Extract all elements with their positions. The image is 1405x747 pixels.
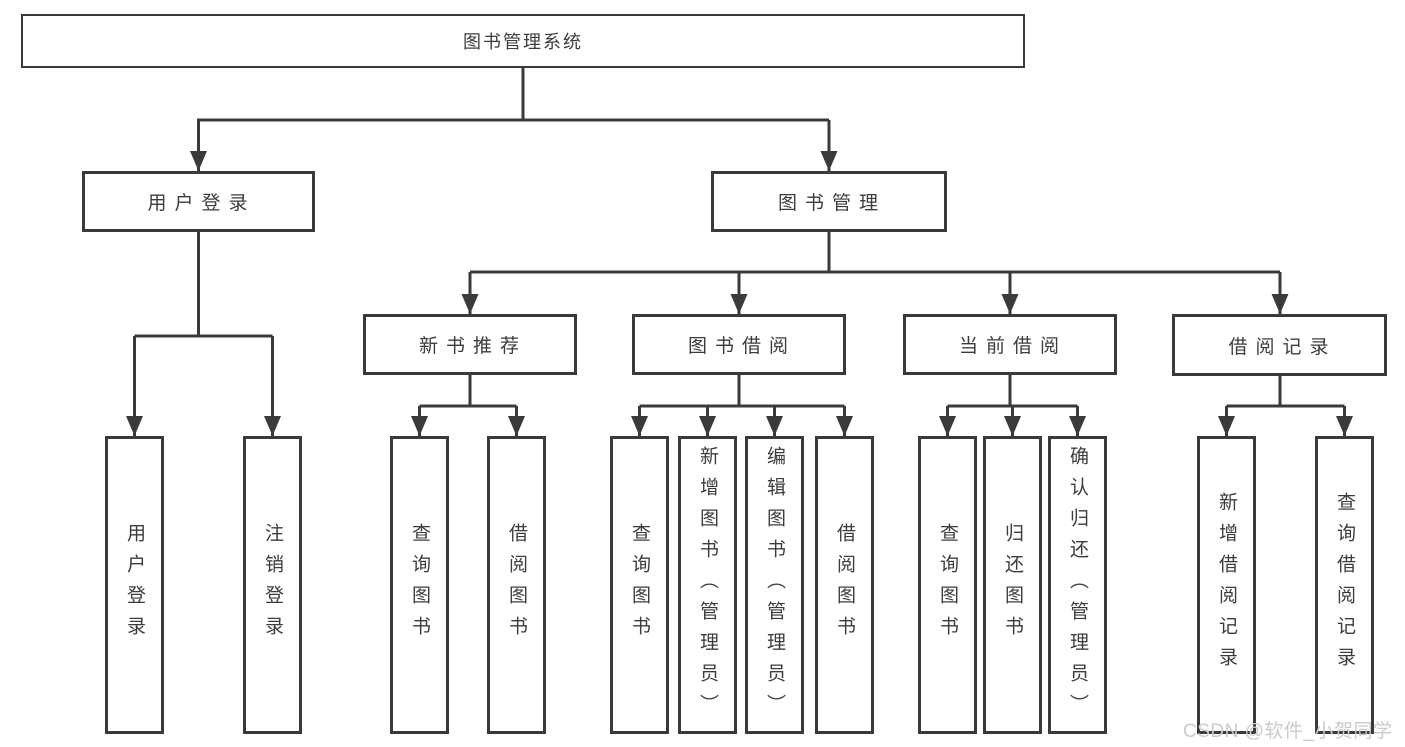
- node-new-book-recommend: 新书推荐: [363, 314, 577, 375]
- leaf-edit-books-admin: 编辑图书（管理员）: [745, 436, 804, 734]
- node-label: 图书管理系统: [463, 32, 583, 52]
- node-label: 查询图书: [937, 523, 958, 647]
- leaf-return-books: 归还图书: [983, 436, 1042, 734]
- node-label: 归还图书: [1002, 523, 1023, 647]
- leaf-add-books-admin: 新增图书（管理员）: [678, 436, 737, 734]
- node-label: 当前借阅: [958, 336, 1067, 357]
- node-label: 图书管理: [777, 193, 886, 214]
- leaf-confirm-return-admin: 确认归还（管理员）: [1048, 436, 1107, 734]
- node-label: 查询图书: [629, 523, 650, 647]
- node-label: 编辑图书（管理员）: [764, 445, 785, 725]
- node-label: 查询图书: [409, 523, 430, 647]
- node-label: 借阅图书: [834, 523, 855, 647]
- leaf-query-books-2: 查询图书: [610, 436, 669, 734]
- node-label: 注销登录: [262, 523, 283, 647]
- node-label: 查询借阅记录: [1334, 492, 1355, 678]
- node-label: 图书借阅: [687, 336, 796, 357]
- node-current-borrowing: 当前借阅: [903, 314, 1117, 375]
- leaf-add-borrow-record: 新增借阅记录: [1197, 436, 1256, 734]
- node-user-login: 用户登录: [82, 171, 315, 232]
- leaf-query-borrow-record: 查询借阅记录: [1315, 436, 1374, 734]
- node-label: 新书推荐: [418, 336, 527, 357]
- leaf-logout: 注销登录: [243, 436, 302, 734]
- node-label: 新增借阅记录: [1216, 492, 1237, 678]
- node-book-management: 图书管理: [711, 171, 947, 232]
- node-label: 用户登录: [124, 523, 145, 647]
- leaf-borrow-books-1: 借阅图书: [487, 436, 546, 734]
- connector-busses: [134, 68, 1345, 408]
- node-label: 用户登录: [147, 193, 256, 214]
- node-label: 确认归还（管理员）: [1067, 445, 1088, 725]
- csdn-watermark: CSDN @软件_小贺同学: [1183, 721, 1393, 742]
- node-book-borrowing: 图书借阅: [632, 314, 846, 375]
- leaf-borrow-books-2: 借阅图书: [815, 436, 874, 734]
- leaf-query-books-3: 查询图书: [918, 436, 977, 734]
- leaf-user-login: 用户登录: [105, 436, 164, 734]
- node-label: 借阅记录: [1228, 336, 1337, 358]
- leaf-query-books-1: 查询图书: [390, 436, 449, 734]
- node-borrow-records: 借阅记录: [1172, 314, 1387, 376]
- node-label: 新增图书（管理员）: [697, 445, 718, 725]
- node-system-root: 图书管理系统: [21, 14, 1025, 68]
- node-label: 借阅图书: [506, 523, 527, 647]
